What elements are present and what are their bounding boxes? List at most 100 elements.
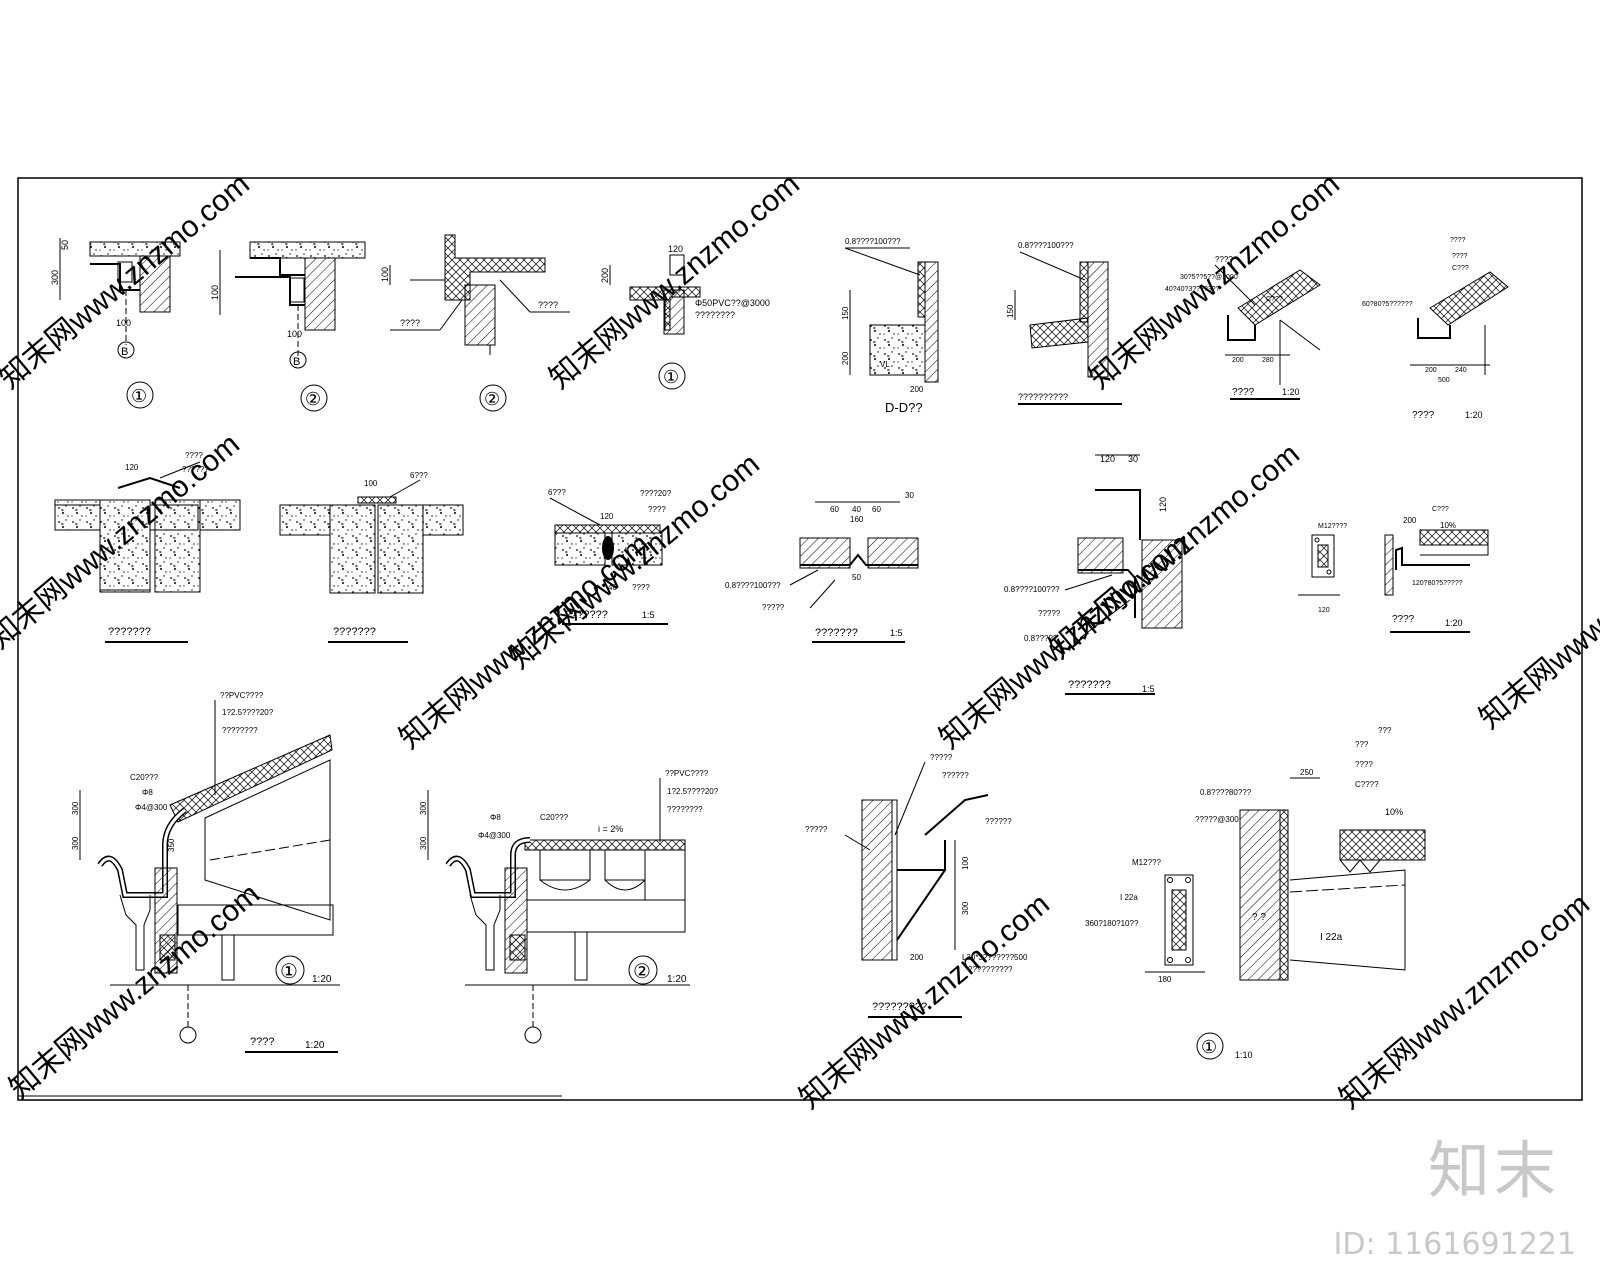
dim-text: 100 (287, 329, 302, 339)
leader-text: ?????????? (968, 965, 1013, 974)
dim-text: 200 (910, 385, 924, 394)
dim-text: 300 (419, 801, 428, 815)
leader-text: ??PVC???? (665, 769, 709, 778)
section-d-d: 0.8????100??? 150 200 VL 200 D-D?? (841, 237, 939, 415)
sheet-border (17, 177, 1583, 1101)
detail-number: ② (484, 389, 500, 409)
detail-title: ???? (1232, 387, 1255, 398)
dim-text: 30 (905, 491, 914, 500)
leader-text: ???? (1215, 255, 1233, 264)
detail-title: ???? (1412, 410, 1435, 421)
leader-text: ????? (930, 753, 953, 762)
watermark-text: 知末网www.znzmo.com (0, 168, 256, 396)
leader-text: ?????? (942, 771, 969, 780)
leader-text: 30?5??5??@1000 (1180, 274, 1238, 281)
dim-text: 100 (364, 479, 378, 488)
c-label: C??? (1432, 506, 1449, 513)
dim-text: 120 (600, 512, 614, 521)
detail-joint-cover: 120 ???? ?????? ??????? (54, 451, 241, 643)
axis-label: B (293, 356, 300, 368)
slope-label: 10% (1440, 521, 1456, 530)
slope-label: i = 2% (598, 824, 623, 834)
detail-eave-gutter-2: 300 300 ??PVC???? 1?2.5????20? ???????? … (419, 769, 719, 1044)
watermark-text: 知末网www.znzmo.com (793, 888, 1056, 1116)
detail-expansion-joint-a: 60 40 60 160 30 0.8????100??? ????? 50 ?… (725, 491, 919, 643)
dim-text: 120 (1158, 497, 1168, 512)
detail-canopy-bracket: ????? ?????? ?????? ????? 100 300 200 L3… (805, 753, 1028, 1018)
leader-text: 0.8????100??? (1004, 585, 1060, 594)
dim-text: 160 (850, 515, 864, 524)
detail-number: ② (305, 389, 321, 409)
leader-text: 120?80?5????? (1412, 580, 1463, 587)
leader-text: ???????? (667, 805, 703, 814)
dim-text: 300 (419, 836, 428, 850)
detail-joint-sealant: 6??? ????20? ???? 120 40 ???? ??????? 1:… (548, 488, 672, 625)
dim-text: 200 (1403, 516, 1417, 525)
watermark-text: 知末网www.znzmo.com (933, 528, 1196, 756)
axis-label: B (121, 346, 128, 358)
slope-label: 10% (1385, 807, 1403, 817)
dim-text: 200 (1425, 367, 1437, 374)
detail-title: ???? (250, 1036, 274, 1048)
detail-title: ????????? (872, 1001, 927, 1013)
watermark-text: 知末网www.znzmo.com (3, 878, 266, 1106)
leader-text: ????? (805, 825, 828, 834)
detail-number: ① (280, 961, 298, 983)
leader-text: ???? (538, 300, 558, 310)
dim-text: 60 (872, 505, 881, 514)
detail-joint-cover-b: 100 6??? ??????? (279, 471, 464, 643)
detail-expansion-joint-b: 120 30 120 0.8????100??? ????? 0.8????? … (1004, 454, 1183, 695)
dim-text: 500 (1438, 377, 1450, 384)
watermarks: 知末网www.znzmo.com 知末网www.znzmo.com 知末网www… (0, 168, 1600, 1116)
dim-text: 350 (167, 838, 176, 852)
beam-label: I 22a (1120, 893, 1138, 902)
dim-text: 50 (60, 240, 70, 250)
leader-text: M12???? (1318, 523, 1347, 530)
leader-text: ???????? (695, 310, 735, 320)
detail-scale: 1:5 (1142, 684, 1155, 694)
dim-text: 250 (1300, 768, 1314, 777)
leader-text: C20??? (130, 773, 159, 782)
detail-gutter-b: ???? ???? C??? 60?80?5?????? 200 240 500… (1362, 237, 1509, 421)
detail-number: ① (131, 386, 147, 406)
brand-logo: 知末 (1427, 1134, 1560, 1207)
leader-text: 1?2.5????20? (667, 787, 719, 796)
beam-label: I 22a (1320, 932, 1343, 943)
leader-text: 0.8????? (1024, 634, 1058, 643)
leader-text: ????20? (640, 489, 672, 498)
dim-text: 150 (841, 306, 850, 320)
dim-text: 300 (71, 836, 80, 850)
leader-text: ??? (1355, 740, 1369, 749)
leader-text: C20??? (540, 813, 569, 822)
dim-text: 180 (1158, 975, 1172, 984)
leader-text: ??PVC???? (220, 691, 264, 700)
leader-text: ????? (762, 603, 785, 612)
detail-number: ② (633, 961, 651, 983)
watermark-text: 知末网www.znzmo.com (1473, 508, 1600, 736)
detail-number: ① (663, 367, 679, 387)
dim-text: 200 (1232, 357, 1244, 364)
leader-text: ???????? (222, 726, 258, 735)
detail-steel-beam-connection: 10% ??? ??? ???? C???? 0.8????80??? ????… (1085, 726, 1426, 1060)
leader-text: Φ4@300 (478, 831, 511, 840)
leader-text: ?????? (182, 465, 209, 474)
leader-text: ???? (1450, 237, 1466, 244)
dim-text: 100 (380, 267, 390, 282)
leader-text: 0.8????80??? (1200, 788, 1252, 797)
detail-title: ???? (1392, 614, 1415, 625)
dim-text: 240 (1455, 367, 1467, 374)
dim-text: 280 (1262, 357, 1274, 364)
detail-eave-gutter-1: 300 300 350 ??PVC???? 1?2.5????20? ?????… (71, 691, 340, 1053)
detail-scale: 1:20 (312, 974, 332, 985)
detail-scale: 1:5 (890, 628, 903, 638)
leader-text: 0.8????100??? (845, 237, 901, 246)
detail-wall-slab-1: 300 50 100 B ① (50, 238, 181, 409)
leader-text: 60?80?5?????? (1362, 301, 1413, 308)
dim-text: 120 (1318, 607, 1330, 614)
leader-text: Φ8 (142, 788, 153, 797)
leader-text: ?????? (985, 817, 1012, 826)
dim-text: 200 (841, 351, 850, 365)
watermark-text: 知末网www.znzmo.com (0, 428, 246, 656)
